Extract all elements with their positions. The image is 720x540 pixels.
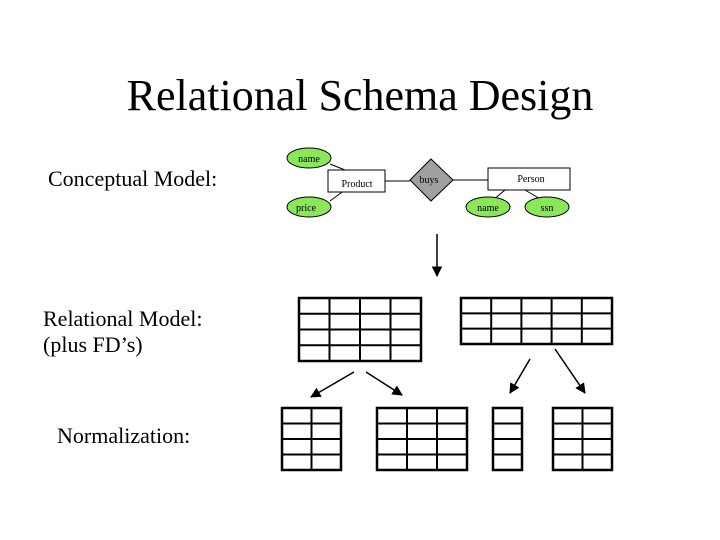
buys-relationship-label: buys: [420, 175, 439, 186]
product-entity: Product: [327, 169, 386, 193]
person-name-attribute: name: [465, 196, 511, 218]
relational-model-label: Relational Model:: [43, 306, 203, 331]
conceptual-model-label: Conceptual Model:: [48, 166, 218, 191]
flow-arrows: [310, 234, 586, 398]
normalized-table-1: [280, 406, 343, 472]
decompose-arrow-right-2: [554, 348, 586, 394]
decompose-arrow-left-2: [365, 371, 403, 396]
person-entity: Person: [487, 167, 571, 191]
relational-tables: [280, 296, 614, 472]
plus-fds-label: (plus FD’s): [43, 332, 143, 357]
normalized-table-4: [551, 406, 614, 472]
normalized-table-3: [491, 406, 524, 472]
product-entity-label: Product: [341, 179, 372, 190]
product-name-attribute-label: name: [298, 154, 320, 165]
decompose-arrow-right-1: [509, 358, 531, 394]
product-price-attribute: price: [286, 196, 332, 218]
relational-table-person: [459, 296, 614, 346]
relational-table-product: [297, 296, 423, 363]
buys-relationship: buys: [409, 158, 454, 202]
person-name-attribute-label: name: [477, 203, 499, 214]
person-entity-label: Person: [517, 174, 544, 185]
normalization-label: Normalization:: [57, 423, 191, 448]
normalized-table-2: [375, 406, 469, 472]
person-ssn-attribute-label: ssn: [541, 203, 554, 214]
slide-title: Relational Schema Design: [126, 71, 594, 120]
relational-table-person-border: [459, 296, 614, 346]
product-price-attribute-label: price: [296, 203, 317, 214]
person-ssn-attribute: ssn: [524, 196, 570, 218]
product-name-attribute: name: [286, 147, 332, 169]
decompose-arrow-left-1: [310, 371, 355, 398]
